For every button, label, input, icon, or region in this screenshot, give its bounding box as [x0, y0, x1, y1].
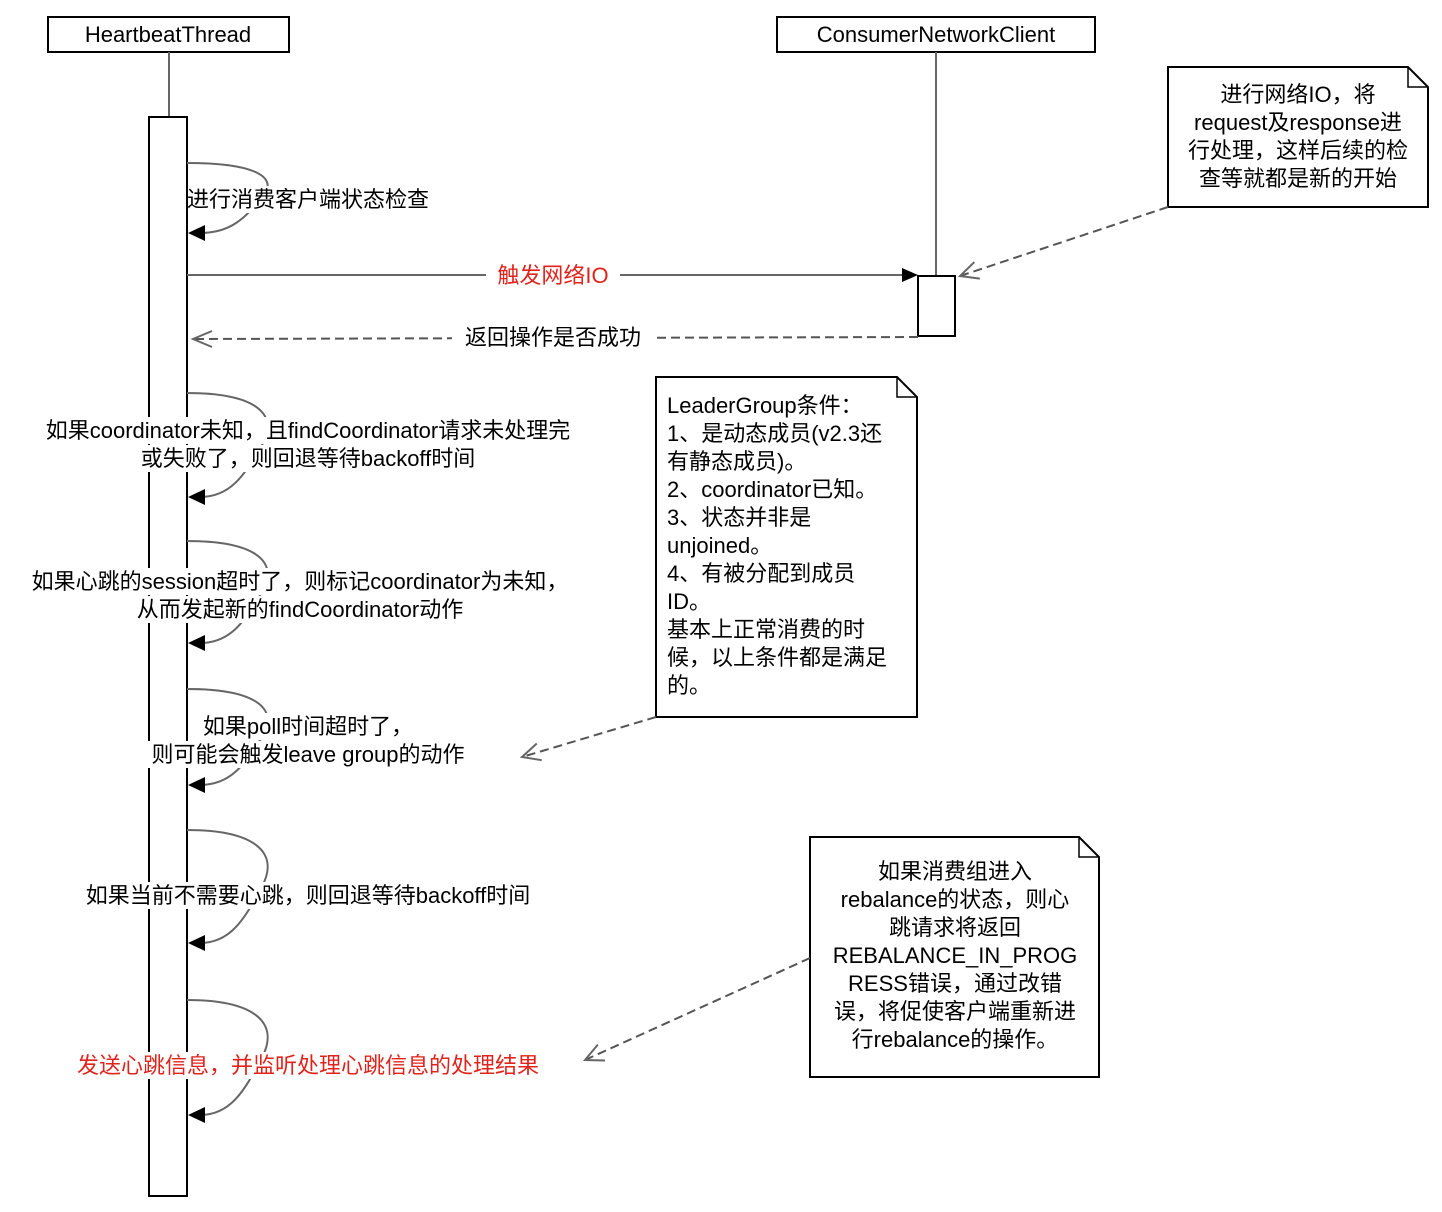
- open-arrow-icon: [957, 261, 980, 280]
- open-arrow-icon: [519, 742, 542, 762]
- note-line: REBALANCE_IN_PROG: [833, 943, 1078, 968]
- note-line: 误，将促使客户端重新进: [834, 999, 1076, 1024]
- arrowhead-icon: [188, 1107, 205, 1123]
- self-call-arc: [186, 392, 269, 498]
- note-line: 的。: [667, 673, 711, 698]
- note-line: request及response进: [1194, 110, 1402, 135]
- self-call-label: 则可能会触发leave group的动作: [152, 742, 465, 767]
- self-call-6: 发送心跳信息，并监听处理心跳信息的处理结果: [77, 999, 539, 1123]
- note-line: 有静态成员)。: [667, 449, 806, 474]
- note-line: 1、是动态成员(v2.3还: [667, 421, 882, 446]
- self-call-label: 如果coordinator未知，且findCoordinator请求未处理完: [46, 418, 571, 443]
- note-line: RESS错误，通过改错: [848, 971, 1062, 996]
- note-connector: [959, 206, 1169, 277]
- note-line: 候，以上条件都是满足: [667, 645, 887, 670]
- open-arrow-icon: [582, 1044, 606, 1062]
- self-call-label: 如果心跳的session超时了，则标记coordinator为未知，: [32, 569, 569, 594]
- note-line: 基本上正常消费的时: [667, 617, 865, 642]
- note-line: 如果消费组进入: [878, 859, 1032, 884]
- self-call-4: 如果poll时间超时了， 则可能会触发leave group的动作: [138, 688, 478, 793]
- note-connector: [521, 716, 657, 758]
- arrowhead-icon: [188, 489, 205, 505]
- participant-label: HeartbeatThread: [85, 22, 251, 47]
- note-line: 3、状态并非是: [667, 505, 811, 530]
- self-call-label: 进行消费客户端状态检查: [187, 187, 429, 212]
- participant-heartbeat-thread[interactable]: HeartbeatThread: [47, 16, 290, 53]
- arrowhead-icon: [188, 935, 205, 951]
- note-line: 进行网络IO，将: [1220, 82, 1375, 107]
- message-label: 触发网络IO: [497, 263, 608, 288]
- arrowhead-icon: [188, 635, 205, 651]
- message-label: 返回操作是否成功: [465, 325, 641, 350]
- note-line: 查等就都是新的开始: [1199, 166, 1397, 191]
- self-call-2: 如果coordinator未知，且findCoordinator请求未处理完或失…: [0, 392, 631, 505]
- self-call-label: 发送心跳信息，并监听处理心跳信息的处理结果: [77, 1053, 539, 1078]
- note-line: 2、coordinator已知。: [667, 477, 877, 502]
- activation-client: [917, 275, 956, 337]
- activation-heartbeat: [148, 116, 188, 1197]
- participant-label: ConsumerNetworkClient: [817, 22, 1055, 47]
- note-connector: [584, 957, 811, 1061]
- self-call-1: 进行消费客户端状态检查: [187, 162, 429, 241]
- message-trigger-io: 触发网络IO: [187, 262, 918, 290]
- note-network-io: 进行网络IO，将 request及response进行处理，这样后续的检查等就都是…: [957, 66, 1429, 280]
- self-call-3: 如果心跳的session超时了，则标记coordinator为未知， 从而发起新的…: [11, 540, 589, 651]
- note-line: LeaderGroup条件：: [667, 393, 863, 418]
- note-line: 跳请求将返回: [889, 915, 1021, 940]
- note-line: unjoined。: [667, 533, 772, 558]
- note-line: 行rebalance的操作。: [852, 1027, 1059, 1052]
- self-call-label: 如果当前不需要心跳，则回退等待backoff时间: [86, 883, 531, 908]
- arrowhead-icon: [188, 777, 205, 793]
- self-call-label: 从而发起新的findCoordinator动作: [137, 597, 463, 622]
- participant-consumer-network-client[interactable]: ConsumerNetworkClient: [776, 16, 1096, 53]
- note-line: rebalance的状态，则心: [841, 887, 1070, 912]
- self-call-label: 或失败了，则回退等待backoff时间: [141, 446, 476, 471]
- note-line: 行处理，这样后续的检: [1188, 138, 1408, 163]
- message-return-result: 返回操作是否成功: [190, 324, 919, 352]
- note-line: 4、有被分配到成员: [667, 561, 855, 586]
- note-line: ID。: [667, 589, 711, 614]
- arrowhead-icon: [188, 225, 205, 241]
- self-call-label: 如果poll时间超时了，: [203, 714, 413, 739]
- self-call-5: 如果当前不需要心跳，则回退等待backoff时间: [86, 829, 531, 951]
